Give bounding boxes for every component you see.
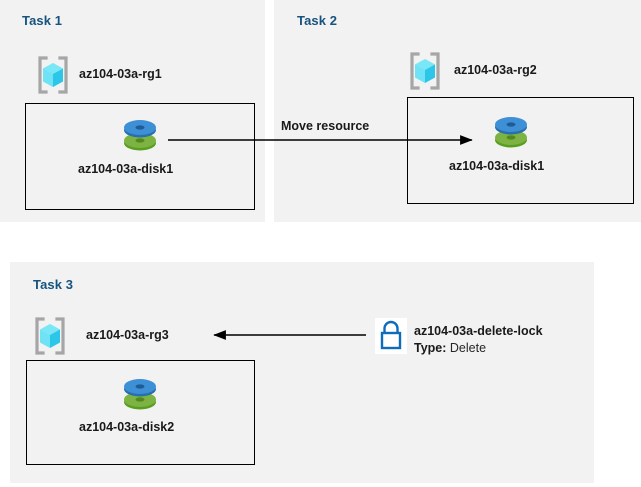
disk-icon: [491, 110, 531, 150]
panel-task2-title: Task 2: [297, 13, 338, 28]
resource-group-label-rg2: az104-03a-rg2: [454, 63, 537, 77]
panel-task2: [274, 0, 641, 222]
resource-container-task2: [407, 97, 634, 204]
panel-task3-title: Task 3: [33, 277, 74, 292]
resource-group-label-rg3: az104-03a-rg3: [86, 328, 169, 342]
resource-label-disk1-task1: az104-03a-disk1: [78, 162, 174, 176]
delete-lock-type: Type: Delete: [414, 341, 486, 355]
resource-label-disk2: az104-03a-disk2: [79, 420, 175, 434]
delete-lock-type-prefix: Type:: [414, 341, 447, 355]
delete-lock-type-value: Delete: [449, 341, 487, 355]
move-resource-label: Move resource: [281, 119, 370, 133]
resource-container-task1: [25, 103, 255, 210]
resource-container-task3: [26, 360, 255, 465]
resource-label-disk1-task2: az104-03a-disk1: [449, 159, 545, 173]
disk-icon: [120, 372, 160, 412]
resource-group-icon: [33, 317, 67, 355]
disk-icon: [120, 113, 160, 153]
delete-lock-arrow: [213, 330, 366, 340]
move-resource-arrow: [168, 135, 473, 145]
resource-group-icon: [408, 52, 442, 90]
resource-group-icon: [36, 56, 70, 94]
panel-task3: [10, 262, 594, 483]
panel-task1-title: Task 1: [22, 13, 63, 28]
resource-group-label-rg1: az104-03a-rg1: [79, 67, 162, 81]
lock-icon: [375, 318, 407, 354]
delete-lock-label: az104-03a-delete-lock: [414, 324, 543, 338]
panel-task1: [0, 0, 265, 222]
